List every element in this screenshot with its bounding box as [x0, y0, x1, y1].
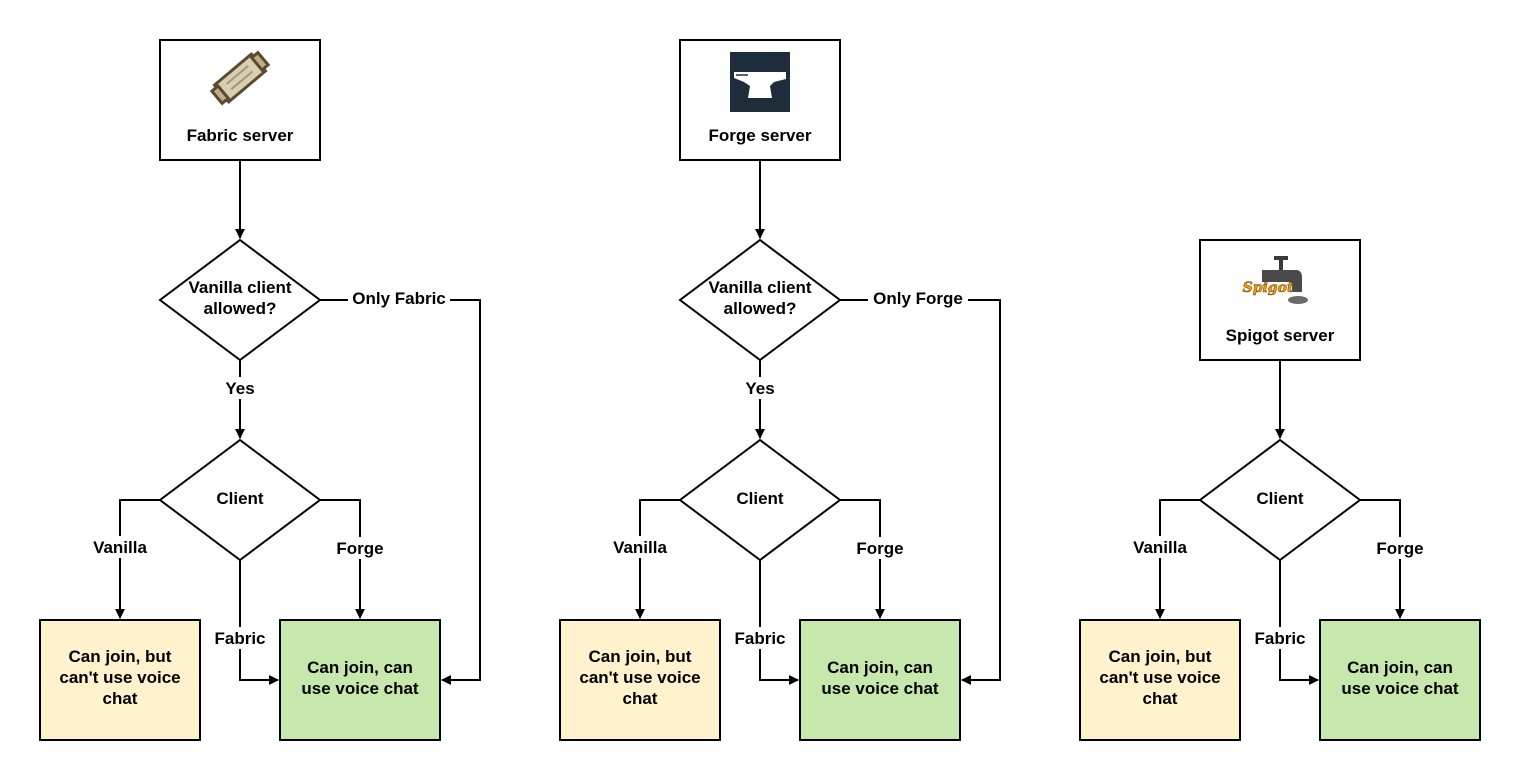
spigot-vanilla-arrow	[1155, 499, 1200, 619]
fabric-vanilla-allowed-decision	[158, 238, 322, 362]
spigot-faucet-icon: Spigot	[1242, 256, 1308, 304]
forge-flow: Forge server Vanilla client allowed? Cli…	[559, 39, 1001, 741]
forge-fabric-arrow	[759, 560, 799, 685]
forge-vanilla-label: Vanilla	[613, 538, 667, 557]
forge-decision-line1: Vanilla client	[709, 278, 812, 297]
forge-only-label: Only Forge	[873, 289, 963, 308]
forge-ok-outcome	[799, 619, 961, 741]
forge-decision-line2: allowed?	[724, 299, 797, 318]
spigot-partial-line1: Can join, but	[1109, 647, 1212, 666]
fabric-partial-line3: chat	[103, 689, 138, 708]
spigot-partial-outcome	[1079, 619, 1241, 741]
spigot-logo-text: Spigot	[1243, 280, 1294, 296]
fabric-ok-line1: Can join, can	[307, 658, 413, 677]
forge-forge-label: Forge	[856, 539, 903, 558]
forge-anvil-icon	[730, 52, 790, 112]
forge-partial-line1: Can join, but	[589, 647, 692, 666]
fabric-ok-line2: use voice chat	[301, 679, 419, 698]
forge-vanilla-arrow	[635, 499, 680, 619]
fabric-forge-label: Forge	[336, 539, 383, 558]
fabric-partial-outcome	[39, 619, 201, 741]
spigot-flow: Spigot Spigot server Client Vanilla Forg…	[1079, 239, 1481, 741]
forge-partial-outcome	[559, 619, 721, 741]
fabric-forge-arrow	[320, 499, 365, 619]
fabric-decision-line1: Vanilla client	[189, 278, 292, 297]
fabric-flow: Fabric server Vanilla client allowed? Cl…	[39, 39, 481, 741]
forge-forge-arrow	[840, 499, 885, 619]
fabric-vanilla-arrow	[115, 499, 160, 619]
spigot-fabric-label: Fabric	[1254, 629, 1305, 648]
spigot-partial-line2: can't use voice	[1099, 668, 1220, 687]
fabric-vanilla-label: Vanilla	[93, 538, 147, 557]
fabric-partial-line1: Can join, but	[69, 647, 172, 666]
spigot-client-decision	[1198, 438, 1362, 562]
spigot-vanilla-label: Vanilla	[1133, 538, 1187, 557]
spigot-ok-line1: Can join, can	[1347, 658, 1453, 677]
forge-partial-line2: can't use voice	[579, 668, 700, 687]
spigot-partial-line3: chat	[1143, 689, 1178, 708]
spigot-ok-line2: use voice chat	[1341, 679, 1459, 698]
forge-client-label: Client	[736, 489, 784, 508]
forge-ok-line2: use voice chat	[821, 679, 939, 698]
forge-yes-label: Yes	[745, 379, 774, 398]
fabric-fabric-label: Fabric	[214, 629, 265, 648]
spigot-forge-arrow	[1360, 499, 1405, 619]
fabric-only-label: Only Fabric	[352, 289, 446, 308]
forge-ok-line1: Can join, can	[827, 658, 933, 677]
fabric-client-decision	[158, 438, 322, 562]
spigot-forge-label: Forge	[1376, 539, 1423, 558]
spigot-server-label: Spigot server	[1226, 326, 1335, 345]
fabric-partial-line2: can't use voice	[59, 668, 180, 687]
spigot-fabric-arrow	[1279, 560, 1319, 685]
spigot-client-label: Client	[1256, 489, 1304, 508]
fabric-server-box	[159, 39, 321, 161]
forge-partial-line3: chat	[623, 689, 658, 708]
forge-server-label: Forge server	[709, 126, 812, 145]
fabric-scroll-icon	[209, 50, 271, 106]
fabric-fabric-arrow	[239, 560, 279, 685]
spigot-ok-outcome	[1319, 619, 1481, 741]
fabric-server-label: Fabric server	[187, 126, 294, 145]
fabric-client-label: Client	[216, 489, 264, 508]
forge-vanilla-allowed-decision	[678, 238, 842, 362]
forge-fabric-label: Fabric	[734, 629, 785, 648]
fabric-decision-line2: allowed?	[204, 299, 277, 318]
fabric-yes-label: Yes	[225, 379, 254, 398]
forge-client-decision	[678, 438, 842, 562]
fabric-ok-outcome	[279, 619, 441, 741]
